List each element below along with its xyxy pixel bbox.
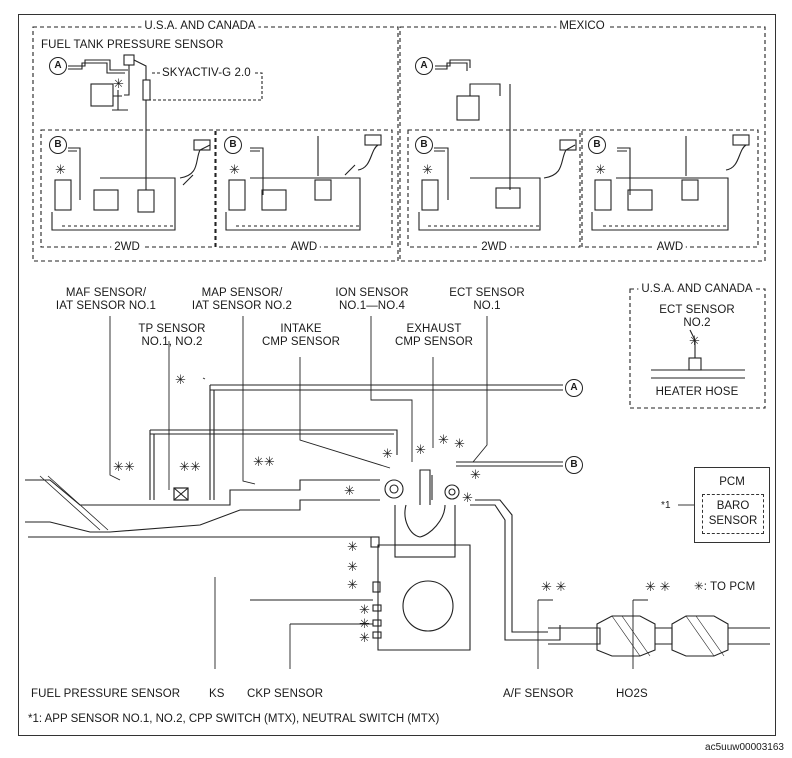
usa-2wd-label: 2WD: [111, 241, 143, 253]
fuel-pressure-sensor-label: FUEL PRESSURE SENSOR: [31, 688, 181, 700]
connector-b-mexico-awd: B: [588, 136, 606, 154]
pcm-box: PCM: [694, 467, 770, 543]
block-pcm-marker: ✳: [347, 559, 358, 574]
pcm-label: PCM: [719, 476, 745, 488]
ho2s-label: HO2S: [616, 688, 648, 700]
engine-piping: [25, 384, 770, 657]
ks-pcm-marker: ✳: [347, 577, 358, 592]
ckp-pcm-marker: ✳: [359, 630, 370, 645]
usa-2wd-tank: [51, 139, 211, 231]
connector-a-usa: A: [49, 57, 67, 75]
connector-b-usa-2wd: B: [49, 136, 67, 154]
pcm-marker: ✳: [55, 162, 66, 177]
pcm-marker: ✳: [595, 162, 606, 177]
ckp-sensor-label: CKP SENSOR: [247, 688, 324, 700]
intake-cmp-pcm-marker: ✳: [382, 446, 393, 461]
exhaust-cmp-pcm-marker: ✳: [438, 432, 449, 447]
ion-sensor-label: ION SENSOR NO.1—NO.4: [335, 287, 409, 312]
map-sensor-label: MAP SENSOR/ IAT SENSOR NO.2: [191, 287, 293, 312]
ks-label: KS: [209, 688, 225, 700]
ect2-sensor-body: [688, 357, 702, 371]
connector-b-usa-awd: B: [224, 136, 242, 154]
legend: ✳: TO PCM: [694, 581, 755, 594]
leader-lines: [28, 316, 694, 669]
legend-text: : TO PCM: [703, 581, 756, 593]
pcm-marker: ✳: [422, 162, 433, 177]
ect2-inset-box: [629, 288, 766, 409]
pcm-marker: ✳: [229, 162, 240, 177]
connector-a-mexico: A: [415, 57, 433, 75]
maf-sensor-label: MAF SENSOR/ IAT SENSOR NO.1: [55, 287, 157, 312]
fuel-tank-pressure-sensor-label: FUEL TANK PRESSURE SENSOR: [41, 39, 224, 51]
baro-sensor-label: BARO SENSOR: [708, 500, 758, 527]
usa-awd-tank: [225, 134, 382, 231]
ho2s-pcm-marker: ✳ ✳: [645, 579, 671, 594]
connector-b-engine: B: [565, 456, 583, 474]
ect-sensor-2-label: ECT SENSOR NO.2: [659, 304, 735, 329]
inset-title: U.S.A. AND CANADA: [638, 283, 756, 295]
usa-canister-assembly: [68, 54, 263, 190]
ect-pcm-marker: ✳: [462, 490, 473, 505]
ckp-pcm-marker: ✳: [359, 616, 370, 631]
map-pcm-marker: ✳✳: [253, 454, 275, 469]
pcm-footnote-ref: *1: [661, 500, 671, 511]
af-sensor-label: A/F SENSOR: [503, 688, 574, 700]
ckp-pcm-marker: ✳: [359, 602, 370, 617]
tp-sensor-label: TP SENSOR NO.1, NO.2: [138, 323, 206, 348]
intake-cmp-pcm-marker: ✳: [344, 483, 355, 498]
figure-code: ac5uuw00003163: [705, 742, 784, 753]
heater-hose-pipe: [651, 369, 745, 379]
heater-hose-label: HEATER HOSE: [655, 386, 739, 398]
usa-canada-group-title: U.S.A. AND CANADA: [141, 20, 259, 32]
tp-pcm-marker: ✳✳: [179, 459, 201, 474]
ect-pcm-marker: ✳: [454, 436, 465, 451]
ect-pcm-marker: ✳: [470, 467, 481, 482]
ect-sensor-1-label: ECT SENSOR NO.1: [449, 287, 525, 312]
fuel-tank-pcm-marker: ✳: [175, 372, 186, 387]
diagram-frame: [18, 14, 776, 736]
pcm-marker: ✳: [113, 76, 124, 91]
footnote: *1: APP SENSOR NO.1, NO.2, CPP SWITCH (M…: [28, 713, 440, 725]
maf-pcm-marker: ✳✳: [113, 459, 135, 474]
legend-symbol: ✳: [694, 581, 704, 593]
connector-b-mexico-2wd: B: [415, 136, 433, 154]
af-pcm-marker: ✳ ✳: [541, 579, 567, 594]
mexico-2wd-label: 2WD: [478, 241, 510, 253]
mex-2wd-tank: [418, 139, 577, 231]
skyactiv-label: SKYACTIV-G 2.0: [160, 67, 253, 80]
fuel-pressure-pcm-marker: ✳: [347, 539, 358, 554]
exhaust-cmp-sensor-label: EXHAUST CMP SENSOR: [394, 323, 474, 348]
mex-awd-tank: [591, 134, 750, 231]
connector-a-engine: A: [565, 379, 583, 397]
baro-sensor-box: BARO SENSOR: [702, 494, 764, 534]
intake-cmp-sensor-label: INTAKE CMP SENSOR: [261, 323, 341, 348]
mexico-awd-label: AWD: [653, 241, 687, 253]
usa-awd-label: AWD: [287, 241, 321, 253]
ion-pcm-marker: ✳: [415, 442, 426, 457]
ect2-pcm-marker: ✳: [689, 333, 700, 348]
mexico-canister-assembly: [435, 59, 511, 190]
mexico-group-title: MEXICO: [556, 20, 608, 32]
